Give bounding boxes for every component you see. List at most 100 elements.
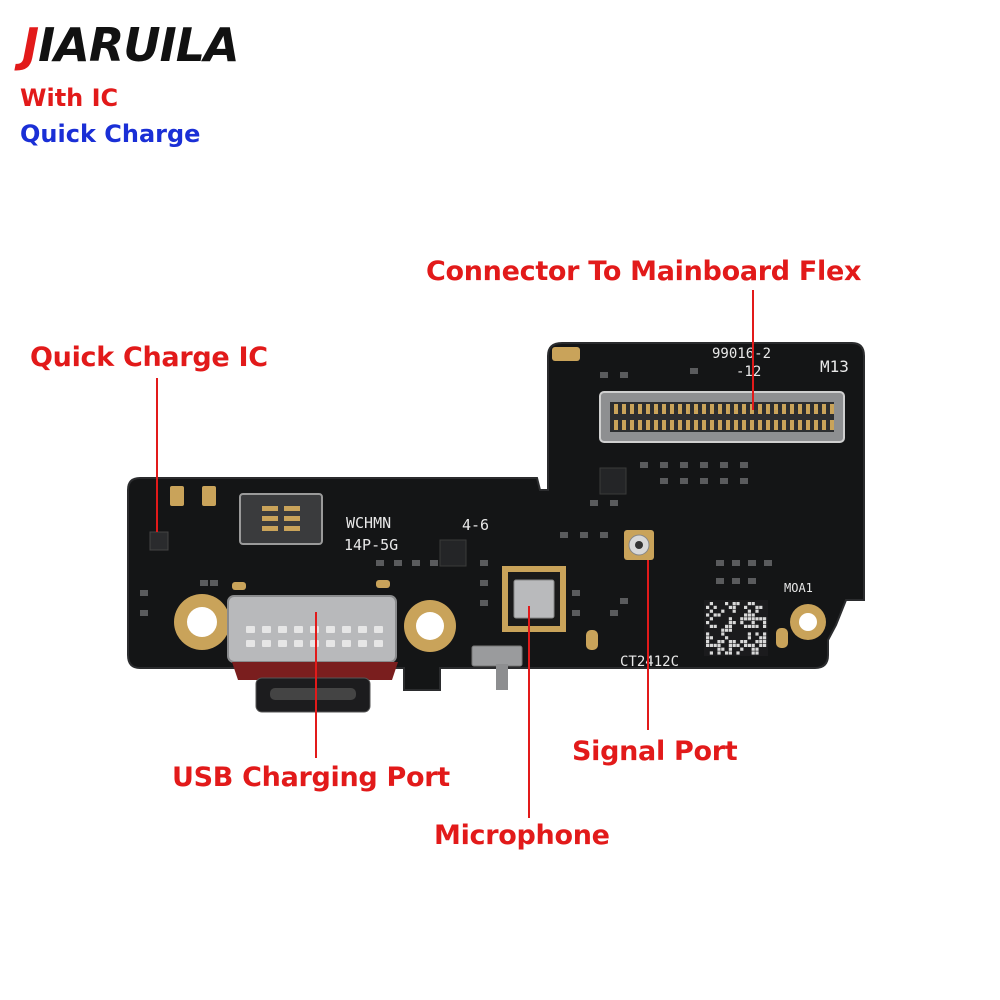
connector-pin bbox=[646, 404, 650, 414]
gold-pad bbox=[202, 486, 216, 506]
connector-pin bbox=[726, 404, 730, 414]
smd-component bbox=[480, 580, 488, 586]
connector-pin bbox=[638, 420, 642, 430]
qr-module bbox=[740, 617, 744, 621]
connector-pin bbox=[758, 420, 762, 430]
qr-module bbox=[759, 640, 763, 644]
smd-component bbox=[716, 560, 724, 566]
smd-component bbox=[480, 600, 488, 606]
qr-module bbox=[721, 640, 725, 644]
usb-solder-dot bbox=[326, 640, 335, 647]
qr-module bbox=[706, 636, 710, 640]
qr-module bbox=[706, 621, 710, 625]
connector-pin bbox=[646, 420, 650, 430]
qr-module bbox=[721, 609, 725, 613]
smd-component bbox=[140, 610, 148, 616]
connector-pin bbox=[686, 404, 690, 414]
qr-module bbox=[709, 636, 713, 640]
qr-module bbox=[728, 643, 732, 647]
qr-module bbox=[732, 643, 736, 647]
usb-solder-dot bbox=[374, 626, 383, 633]
usb-solder-dot bbox=[374, 640, 383, 647]
spec-label: 14P-5G bbox=[344, 536, 398, 554]
small-flex-connector bbox=[239, 493, 323, 545]
qr-code bbox=[704, 600, 768, 656]
connector-pin bbox=[734, 420, 738, 430]
qr-module bbox=[747, 643, 751, 647]
qr-module bbox=[725, 636, 729, 640]
connector-pin bbox=[670, 420, 674, 430]
small-connector-pin bbox=[284, 516, 300, 521]
smd-component bbox=[560, 532, 568, 538]
small-connector-pin bbox=[284, 526, 300, 531]
qr-module bbox=[717, 643, 721, 647]
qr-module bbox=[763, 624, 767, 628]
usb-solder-dot bbox=[310, 640, 319, 647]
qr-module bbox=[706, 643, 710, 647]
mounting-hole-center bbox=[416, 612, 444, 640]
smd-component bbox=[640, 462, 648, 468]
label-usb-port: USB Charging Port bbox=[172, 762, 450, 793]
qr-module bbox=[732, 640, 736, 644]
connector-pin bbox=[782, 404, 786, 414]
label-microphone: Microphone bbox=[434, 820, 610, 851]
moa-label: MOA1 bbox=[784, 581, 813, 595]
qr-module bbox=[751, 643, 755, 647]
label-quick-charge-ic: Quick Charge IC bbox=[30, 342, 268, 373]
usb-solder-dot bbox=[342, 626, 351, 633]
connector-pin bbox=[686, 420, 690, 430]
connector-pin bbox=[790, 404, 794, 414]
qr-module bbox=[747, 624, 751, 628]
connector-pin bbox=[654, 420, 658, 430]
usb-solder-dot bbox=[294, 640, 303, 647]
maker-label: WCHMN bbox=[346, 514, 391, 532]
smd-component bbox=[480, 560, 488, 566]
qr-module bbox=[706, 613, 710, 617]
connector-pin bbox=[694, 420, 698, 430]
qr-module bbox=[728, 651, 732, 655]
smd-component bbox=[376, 560, 384, 566]
qr-module bbox=[709, 609, 713, 613]
qr-module bbox=[744, 617, 748, 621]
smd-component bbox=[412, 560, 420, 566]
qr-module bbox=[759, 605, 763, 609]
qr-module bbox=[721, 628, 725, 632]
smd-component bbox=[620, 372, 628, 378]
connector-pin bbox=[702, 404, 706, 414]
connector-pin bbox=[662, 420, 666, 430]
qr-module bbox=[747, 632, 751, 636]
connector-pin bbox=[710, 420, 714, 430]
usb-solder-dot bbox=[358, 640, 367, 647]
ic-chip bbox=[599, 467, 627, 495]
smd-component bbox=[700, 462, 708, 468]
qr-module bbox=[713, 643, 717, 647]
side-switch bbox=[471, 645, 523, 667]
smd-component bbox=[740, 478, 748, 484]
connector-pin bbox=[782, 420, 786, 430]
usb-solder-dot bbox=[278, 640, 287, 647]
qr-module bbox=[709, 651, 713, 655]
brand-logo-rest: IARUILA bbox=[38, 18, 240, 72]
mounting-hole-center bbox=[187, 607, 217, 637]
connector-pin bbox=[710, 404, 714, 414]
usb-solder-dot bbox=[326, 626, 335, 633]
ic-chip bbox=[439, 539, 467, 567]
usb-solder-dot bbox=[294, 626, 303, 633]
smd-component bbox=[748, 560, 756, 566]
qr-module bbox=[744, 605, 748, 609]
qr-module bbox=[747, 602, 751, 606]
qr-module bbox=[736, 643, 740, 647]
qr-module bbox=[728, 628, 732, 632]
qr-module bbox=[728, 621, 732, 625]
smd-component bbox=[700, 478, 708, 484]
qr-module bbox=[717, 613, 721, 617]
usb-solder-dot bbox=[246, 640, 255, 647]
qr-module bbox=[732, 602, 736, 606]
connector-pin bbox=[798, 404, 802, 414]
qr-module bbox=[732, 605, 736, 609]
connector-pin bbox=[814, 404, 818, 414]
part-number-1: 99016-2 bbox=[712, 346, 771, 362]
qr-module bbox=[740, 647, 744, 651]
connector-pin bbox=[726, 420, 730, 430]
qr-module bbox=[725, 624, 729, 628]
